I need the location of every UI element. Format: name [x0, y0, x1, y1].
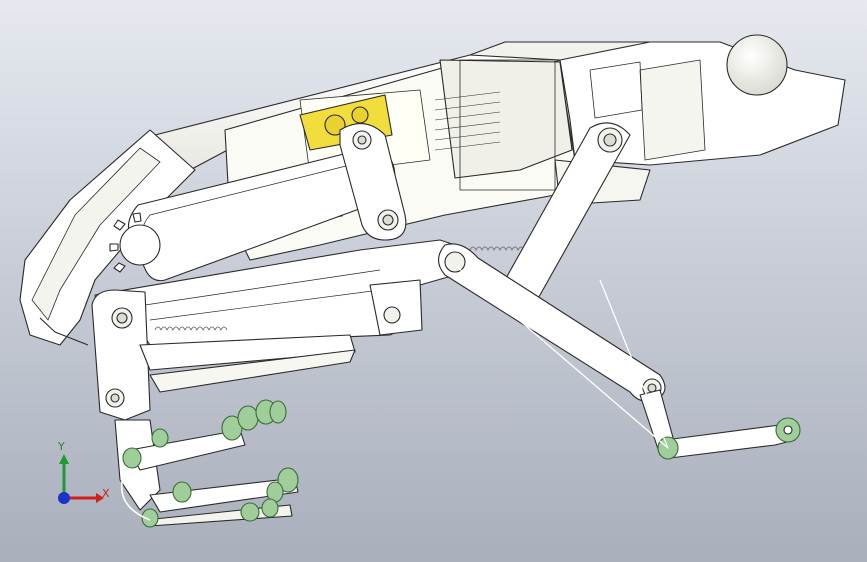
rear-spring — [154, 326, 228, 331]
tendon-wire — [454, 264, 669, 449]
rear-sprocket — [109, 212, 161, 273]
triad-z-origin — [58, 492, 70, 504]
triad-y-arrow — [59, 454, 69, 464]
front-foot — [639, 389, 801, 460]
eye-sphere — [726, 34, 788, 96]
coordinate-triad — [58, 454, 104, 504]
rear-foot-pins — [122, 399, 299, 528]
rear-tendon-wire — [120, 469, 151, 521]
crank-arm — [339, 123, 407, 241]
triad-x-arrow — [96, 493, 104, 503]
rear-shin — [139, 334, 356, 393]
axis-y-label: Y — [58, 440, 65, 453]
axis-x-label: X — [102, 487, 110, 500]
front-spring — [469, 246, 531, 251]
rear-leg-bracket — [91, 279, 423, 421]
